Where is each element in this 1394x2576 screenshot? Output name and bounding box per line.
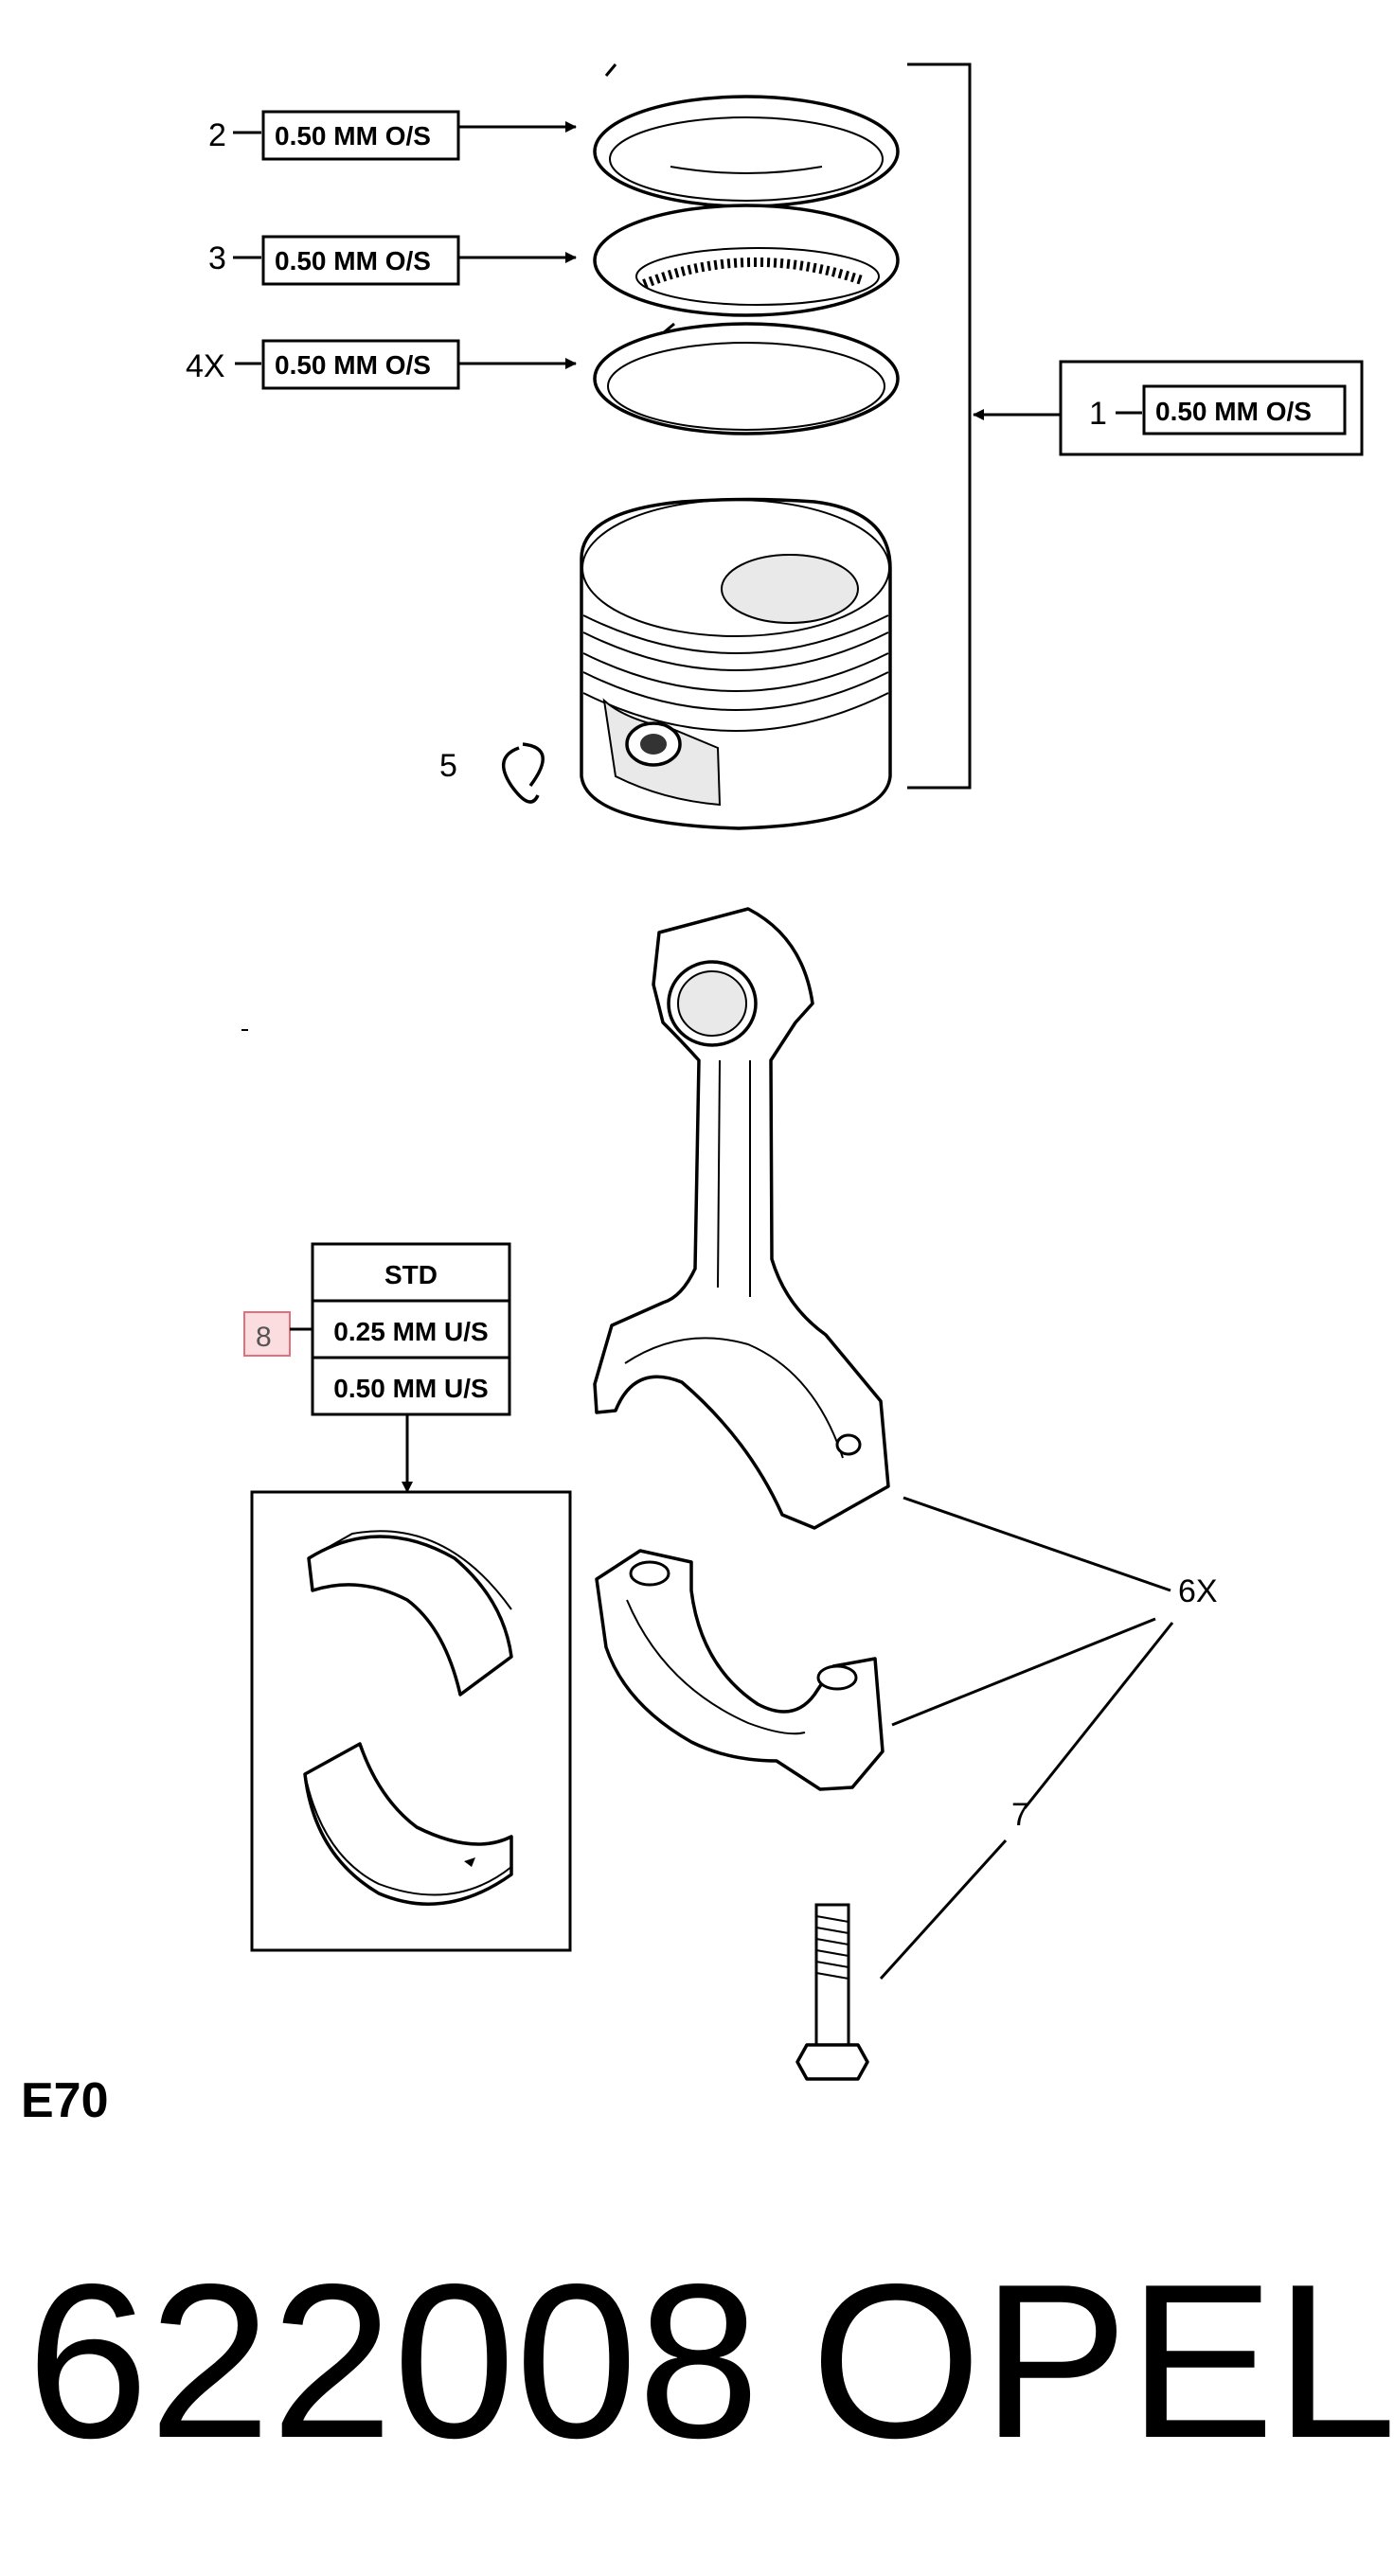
callout-2-spec: 0.50 MM O/S bbox=[275, 121, 431, 151]
callout-3-spec-box bbox=[261, 235, 460, 286]
callout-5-number: 5 bbox=[439, 748, 457, 784]
bearing-size-std: STD bbox=[384, 1260, 438, 1289]
part-number: 622008 bbox=[27, 2239, 760, 2484]
piston[interactable] bbox=[580, 497, 892, 830]
bearing-shell-upper[interactable] bbox=[307, 1530, 513, 1697]
callout-8-number: 8 bbox=[256, 1322, 272, 1353]
piston-ring-oil[interactable] bbox=[593, 322, 900, 435]
callout-1-number: 1 bbox=[1089, 396, 1107, 432]
piston-ring-second[interactable] bbox=[593, 204, 900, 317]
callout-4-spec-box bbox=[261, 339, 460, 390]
section-code: E70 bbox=[21, 2073, 109, 2128]
bearing-size-025: 0.25 MM U/S bbox=[333, 1317, 488, 1346]
callout-7-number: 7 bbox=[1011, 1797, 1029, 1833]
callout-4-spec: 0.50 MM O/S bbox=[275, 350, 431, 380]
connecting-rod-bolt[interactable] bbox=[795, 1903, 869, 2081]
bearing-size-050: 0.50 MM U/S bbox=[333, 1374, 488, 1403]
callout-2-number: 2 bbox=[208, 117, 226, 153]
brand-name: OPEL bbox=[811, 2239, 1394, 2484]
callout-3-spec: 0.50 MM O/S bbox=[275, 246, 431, 275]
connecting-rod-cap[interactable] bbox=[595, 1549, 885, 1791]
piston-ring-top[interactable] bbox=[593, 63, 900, 208]
bearing-shell-lower[interactable] bbox=[303, 1742, 513, 1906]
callout-1-spec: 0.50 MM O/S bbox=[1155, 397, 1312, 426]
callout-2-spec-box bbox=[261, 110, 460, 161]
callout-4-number: 4X bbox=[186, 348, 225, 384]
connecting-rod[interactable] bbox=[593, 907, 890, 1530]
piston-pin-circlip[interactable] bbox=[502, 742, 545, 804]
callout-1-spec-box bbox=[1142, 384, 1347, 435]
callout-3-number: 3 bbox=[208, 240, 226, 276]
bearing-size-table: STD 0.25 MM U/S 0.50 MM U/S bbox=[311, 1242, 511, 1416]
callout-8-box[interactable] bbox=[243, 1311, 291, 1357]
callout-6-number: 6X bbox=[1178, 1573, 1218, 1609]
